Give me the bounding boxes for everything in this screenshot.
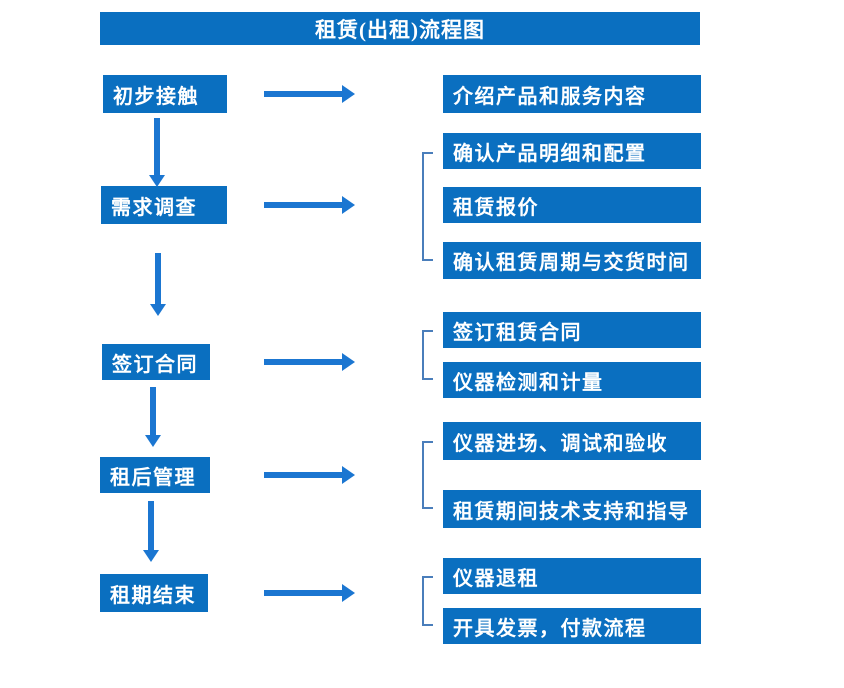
arrow-shaft	[264, 202, 343, 208]
detail-label: 签订租赁合同	[453, 321, 582, 344]
detail-box-introduce-products: 介绍产品和服务内容	[443, 75, 701, 113]
detail-box-confirm-product-config: 确认产品明细和配置	[443, 133, 701, 169]
arrow-right-connector-4	[264, 466, 355, 484]
arrow-down-connector-4	[143, 501, 159, 562]
step-box-post-rental-management: 租后管理	[100, 457, 210, 493]
arrow-shaft	[264, 359, 343, 365]
arrow-shaft	[154, 118, 160, 176]
detail-box-technical-support: 租赁期间技术支持和指导	[443, 490, 701, 528]
arrow-right-connector-2	[264, 196, 355, 214]
step-label: 租后管理	[110, 466, 196, 489]
detail-label: 仪器进场、调试和验收	[453, 432, 668, 455]
flowchart-title-bar: 租赁(出租)流程图	[100, 12, 700, 45]
arrow-head-icon	[145, 435, 161, 447]
detail-box-instrument-return: 仪器退租	[443, 558, 701, 594]
detail-box-rental-quote: 租赁报价	[443, 187, 701, 223]
detail-label: 确认产品明细和配置	[453, 142, 647, 165]
detail-label: 仪器检测和计量	[453, 371, 604, 394]
arrow-head-icon	[342, 196, 355, 214]
step-label: 需求调查	[111, 196, 197, 219]
detail-box-instrument-testing: 仪器检测和计量	[443, 362, 701, 398]
arrow-shaft	[155, 253, 161, 305]
arrow-shaft	[148, 501, 154, 551]
detail-box-confirm-period-delivery: 确认租赁周期与交货时间	[443, 242, 701, 279]
detail-box-invoice-payment: 开具发票，付款流程	[443, 608, 701, 644]
bracket-group-step3-details	[422, 330, 433, 380]
arrow-head-icon	[149, 175, 165, 187]
detail-label: 介绍产品和服务内容	[453, 85, 647, 108]
step-box-rental-end: 租期结束	[100, 574, 208, 612]
step-label: 租期结束	[110, 584, 196, 607]
detail-box-sign-rental-contract: 签订租赁合同	[443, 312, 701, 348]
arrow-shaft	[264, 91, 343, 97]
step-label: 初步接触	[113, 85, 199, 108]
detail-box-instrument-setup-acceptance: 仪器进场、调试和验收	[443, 422, 701, 460]
arrow-shaft	[264, 472, 343, 478]
flowchart-title: 租赁(出租)流程图	[315, 17, 485, 42]
bracket-group-step4-details	[422, 441, 433, 509]
step-box-demand-survey: 需求调查	[101, 186, 227, 224]
arrow-down-connector-1	[149, 118, 165, 187]
arrow-head-icon	[342, 466, 355, 484]
arrow-head-icon	[342, 85, 355, 103]
arrow-down-connector-2	[150, 253, 166, 316]
arrow-head-icon	[143, 550, 159, 562]
arrow-right-connector-5	[264, 584, 355, 602]
detail-label: 租赁报价	[453, 196, 539, 219]
bracket-group-step5-details	[422, 576, 433, 626]
bracket-group-step2-details	[422, 152, 433, 261]
arrow-head-icon	[150, 304, 166, 316]
step-box-sign-contract: 签订合同	[102, 344, 210, 380]
arrow-down-connector-3	[145, 387, 161, 447]
arrow-right-connector-3	[264, 353, 355, 371]
step-box-initial-contact: 初步接触	[103, 75, 227, 113]
arrow-shaft	[150, 387, 156, 436]
arrow-shaft	[264, 590, 343, 596]
arrow-head-icon	[342, 584, 355, 602]
detail-label: 租赁期间技术支持和指导	[453, 500, 690, 523]
arrow-head-icon	[342, 353, 355, 371]
detail-label: 确认租赁周期与交货时间	[453, 252, 690, 274]
detail-label: 开具发票，付款流程	[453, 617, 647, 640]
detail-label: 仪器退租	[453, 567, 539, 590]
arrow-right-connector-1	[264, 85, 355, 103]
step-label: 签订合同	[112, 353, 198, 376]
